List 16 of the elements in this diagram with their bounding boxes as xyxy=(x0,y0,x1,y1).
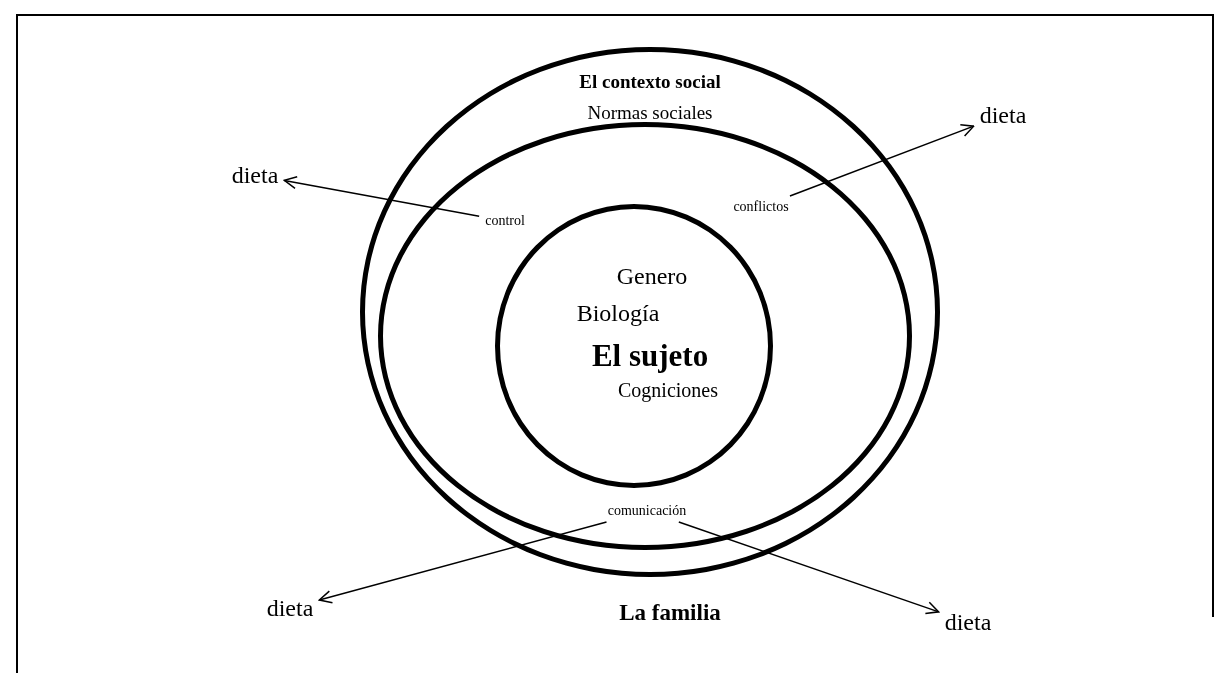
ring-caption: La familia xyxy=(619,600,721,624)
subheading: Normas sociales xyxy=(587,102,713,122)
relation-label: conflictos xyxy=(731,200,791,214)
center-title: El sujeto xyxy=(591,339,709,371)
ring-label: Genero xyxy=(616,264,688,288)
heading: El contexto social xyxy=(579,71,721,91)
ring-label: Biología xyxy=(576,301,660,325)
ring-label: Cogniciones xyxy=(618,380,718,400)
arrow xyxy=(789,124,975,197)
relation-label: control xyxy=(483,214,527,228)
ring-ellipse xyxy=(360,47,940,577)
arrow xyxy=(678,521,940,615)
ring-ellipse xyxy=(378,122,912,550)
arrow xyxy=(318,521,608,604)
arrow xyxy=(283,175,480,217)
relation-label: comunicación xyxy=(605,504,689,518)
